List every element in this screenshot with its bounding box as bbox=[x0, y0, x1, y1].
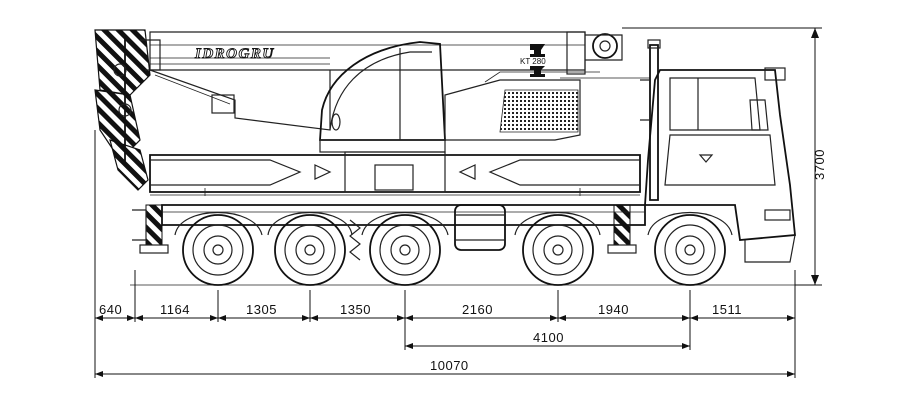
fuel-tank bbox=[454, 204, 506, 251]
dimension-segment-6: 1940 bbox=[598, 302, 629, 317]
dimension-segment-4: 1350 bbox=[340, 302, 371, 317]
suspension-spring bbox=[349, 219, 361, 261]
wheelbase-dimension: 4100 bbox=[405, 330, 690, 349]
model-label: KT 280 bbox=[520, 57, 546, 66]
segment-dimension-line bbox=[95, 315, 795, 321]
extension-lines bbox=[94, 130, 796, 378]
carrier-frame bbox=[149, 151, 641, 196]
dimension-segment-5: 2160 bbox=[462, 302, 493, 317]
height-dimension: 3700 bbox=[622, 27, 827, 286]
model-badge: KT 280 bbox=[520, 44, 546, 77]
engine-grille bbox=[499, 89, 579, 133]
overall-length-dimension: 10070 bbox=[95, 358, 795, 377]
brand-label: IDROGRU bbox=[194, 46, 275, 62]
wheel bbox=[654, 214, 726, 286]
wheel bbox=[369, 214, 441, 286]
dimension-segment-2: 1164 bbox=[160, 302, 190, 317]
overall-length-value: 10070 bbox=[430, 358, 469, 373]
truck-cab bbox=[640, 39, 796, 263]
height-value: 3700 bbox=[812, 149, 827, 180]
boom-head-sheave bbox=[592, 33, 618, 59]
boom-tip-assembly bbox=[94, 29, 161, 191]
rear-outrigger bbox=[132, 204, 169, 254]
wheel bbox=[274, 214, 346, 286]
dimension-segment-1: 640 bbox=[99, 302, 122, 317]
wheel bbox=[522, 214, 594, 286]
dimension-segment-7: 1511 bbox=[712, 302, 742, 317]
dimension-segment-3: 1305 bbox=[246, 302, 277, 317]
crane-cab bbox=[319, 41, 581, 153]
wheel bbox=[182, 214, 254, 286]
wheelbase-value: 4100 bbox=[533, 330, 564, 345]
crane-boom bbox=[149, 31, 650, 131]
